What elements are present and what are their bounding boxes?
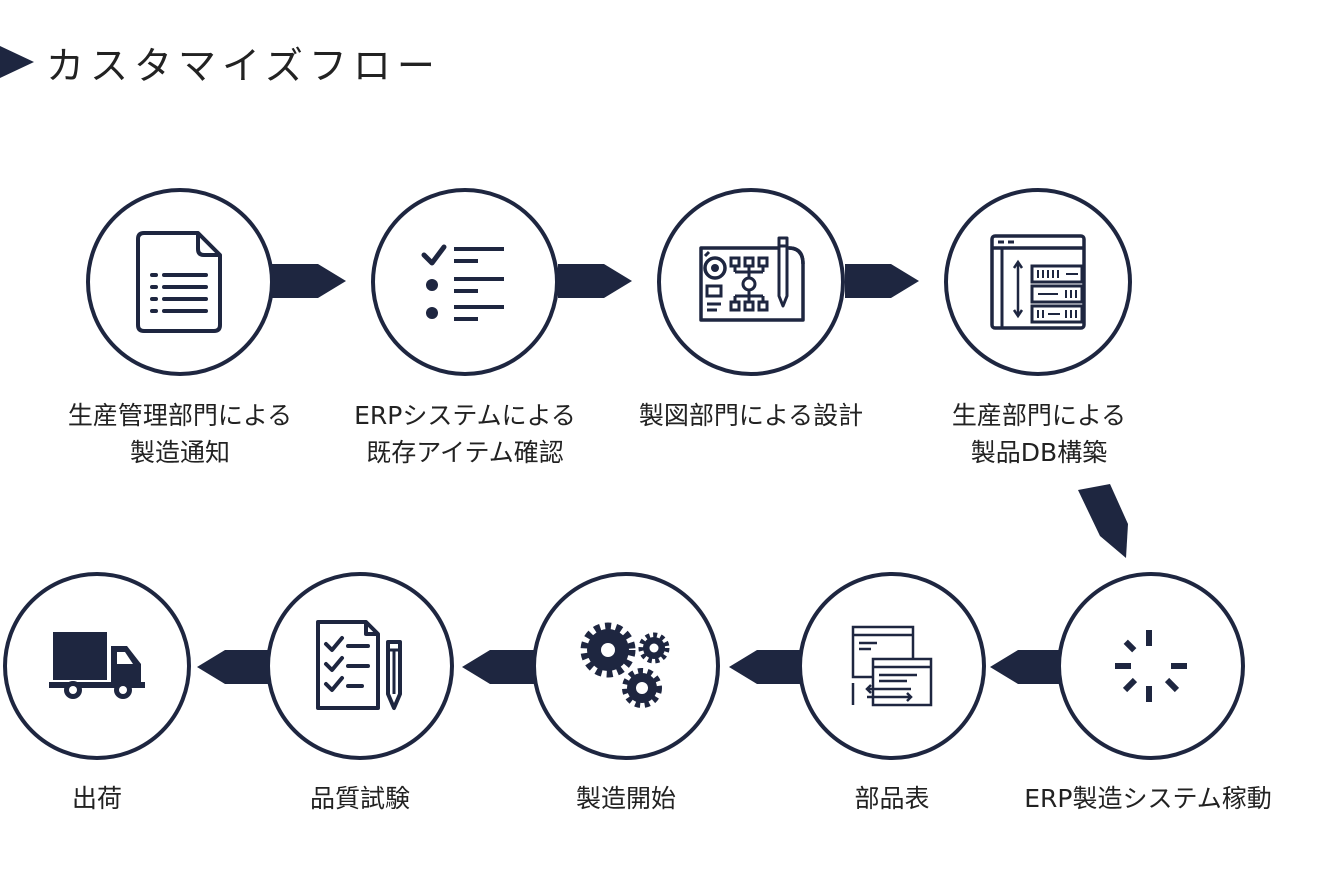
step-label-5: ERP製造システム稼動	[1024, 784, 1272, 813]
loading-spinner-icon	[1115, 630, 1187, 702]
gears-icon	[580, 622, 670, 708]
parts-list-icon	[851, 625, 933, 707]
step-label-7: 製造開始	[575, 784, 677, 813]
step-label-2: ERPシステムによる 既存アイテム確認	[354, 401, 576, 467]
connector-arrow-8-9	[197, 650, 271, 684]
connector-arrow-7-8	[462, 650, 536, 684]
checklist-icon	[421, 244, 504, 321]
step-label-9: 出荷	[71, 784, 123, 813]
database-server-icon	[990, 234, 1086, 330]
connector-arrow-5-6	[990, 650, 1064, 684]
step-label-1: 生産管理部門による 製造通知	[67, 401, 293, 467]
step-label-4: 生産部門による 製品DB構築	[951, 401, 1127, 467]
step-node-9	[3, 572, 191, 760]
document-icon	[136, 231, 222, 333]
page-header: カスタマイズフロー	[0, 38, 441, 88]
connector-arrow-6-7	[729, 650, 803, 684]
connector-arrow-3-4	[845, 264, 919, 298]
step-node-1	[86, 188, 274, 376]
page-title: カスタマイズフロー	[46, 43, 441, 88]
delivery-truck-icon	[49, 632, 145, 699]
step-label-3: 製図部門による設計	[638, 401, 864, 430]
step-node-2	[371, 188, 559, 376]
step-node-8	[266, 572, 454, 760]
connector-arrow-2-3	[558, 264, 632, 298]
step-node-6	[798, 572, 986, 760]
title-arrow-icon	[0, 46, 34, 78]
connector-arrow-1-2	[272, 264, 346, 298]
quality-checklist-icon	[316, 620, 402, 710]
step-node-7	[532, 572, 720, 760]
blueprint-icon	[699, 236, 805, 322]
step-node-5	[1057, 572, 1245, 760]
step-label-8: 品質試験	[309, 784, 411, 813]
step-label-6: 部品表	[854, 784, 930, 813]
step-node-3	[657, 188, 845, 376]
step-node-4	[944, 188, 1132, 376]
connector-arrow-4-5	[1078, 484, 1128, 558]
